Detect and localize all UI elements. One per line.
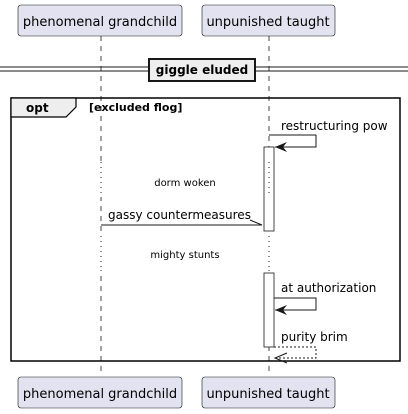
participant-top-unpunished-taught[interactable]: unpunished taught bbox=[201, 4, 336, 37]
message-label: at authorization bbox=[281, 281, 376, 295]
delay-2: mighty stunts bbox=[99, 236, 271, 270]
message-label: gassy countermeasures bbox=[108, 208, 251, 222]
message-gassy-countermeasures[interactable]: gassy countermeasures bbox=[101, 208, 263, 226]
opt-fragment: opt [excluded flog] bbox=[10, 97, 401, 362]
participant-label: phenomenal grandchild bbox=[23, 387, 177, 402]
activation-box bbox=[263, 272, 275, 348]
message-purity-brim[interactable]: purity brim bbox=[273, 330, 348, 364]
divider-label: giggle eluded bbox=[156, 63, 248, 77]
fragment-keyword: opt bbox=[26, 101, 49, 115]
participant-bottom-phenomenal-grandchild[interactable]: phenomenal grandchild bbox=[17, 376, 183, 409]
message-label: restructuring pow bbox=[281, 119, 388, 133]
message-restructuring-pow[interactable]: restructuring pow bbox=[269, 119, 388, 152]
delay-1: dorm woken bbox=[99, 162, 271, 197]
participant-label: phenomenal grandchild bbox=[23, 15, 177, 30]
participant-label: unpunished taught bbox=[206, 387, 329, 402]
delay-label: dorm woken bbox=[154, 178, 216, 189]
participant-bottom-unpunished-taught[interactable]: unpunished taught bbox=[201, 376, 336, 409]
message-label: purity brim bbox=[281, 330, 348, 344]
divider: giggle eluded bbox=[0, 58, 408, 82]
fragment-guard: [excluded flog] bbox=[89, 101, 182, 114]
message-at-authorization[interactable]: at authorization bbox=[274, 281, 376, 315]
participant-top-phenomenal-grandchild[interactable]: phenomenal grandchild bbox=[17, 4, 183, 37]
participant-label: unpunished taught bbox=[206, 15, 329, 30]
delay-label: mighty stunts bbox=[150, 250, 219, 261]
